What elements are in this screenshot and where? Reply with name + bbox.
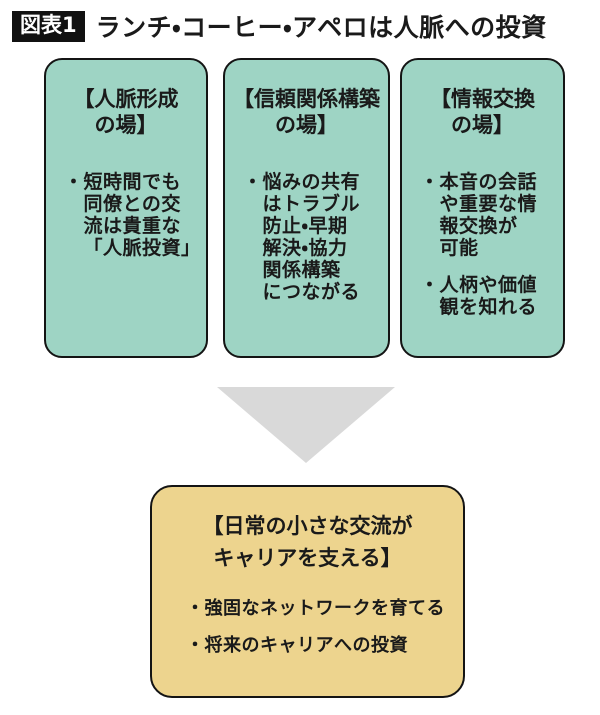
bullet-text: 強固なネットワークを育てる	[204, 598, 445, 619]
card-network-building: 【人脈形成 の場】 ・ 短時間でも 同僚との交 流は貴重な 「人脈投資」	[44, 58, 208, 358]
bullet-icon: ・	[64, 171, 84, 193]
bullet-text: 悩みの共有 はトラブル 防止・早期 解決・協力 関係構築 につながる	[262, 171, 361, 303]
conclusion-card: 【日常の小さな交流が キャリアを支える】 ・ 強固なネットワークを育てる ・ 将…	[150, 485, 465, 698]
card-title: 【情報交換 の場】	[430, 87, 535, 137]
bullet-icon: ・	[243, 171, 263, 193]
figure-number-badge: 図表1	[12, 10, 85, 42]
figure-title: ランチ・コーヒー・アペロは人脈への投資	[95, 13, 547, 42]
card-body: ・ 短時間でも 同僚との交 流は貴重な 「人脈投資」	[46, 171, 206, 259]
card-info-exchange: 【情報交換 の場】 ・ 本音の会話 や重要な情 報交換が 可能 ・ 人柄や価値 …	[400, 58, 565, 358]
bullet-text: 将来のキャリアへの投資	[204, 635, 408, 656]
bullet-item: ・ 人柄や価値 観を知れる	[420, 274, 555, 318]
conclusion-body: ・ 強固なネットワークを育てる ・ 将来のキャリアへの投資	[152, 597, 463, 658]
conclusion-title: 【日常の小さな交流が キャリアを支える】	[202, 514, 413, 570]
card-body: ・ 悩みの共有 はトラブル 防止・早期 解決・協力 関係構築 につながる	[225, 171, 388, 303]
bullet-item: ・ 将来のキャリアへの投資	[186, 634, 453, 658]
card-body: ・ 本音の会話 や重要な情 報交換が 可能 ・ 人柄や価値 観を知れる	[402, 171, 563, 318]
bullet-icon: ・	[420, 171, 440, 193]
bullet-text: 人柄や価値 観を知れる	[439, 274, 538, 318]
bullet-item: ・ 悩みの共有 はトラブル 防止・早期 解決・協力 関係構築 につながる	[243, 171, 380, 303]
bullet-item: ・ 本音の会話 や重要な情 報交換が 可能	[420, 171, 555, 259]
bullet-text: 短時間でも 同僚との交 流は貴重な 「人脈投資」	[83, 171, 201, 259]
bullet-item: ・ 短時間でも 同僚との交 流は貴重な 「人脈投資」	[64, 171, 201, 259]
bullet-text: 本音の会話 や重要な情 報交換が 可能	[439, 171, 538, 259]
down-arrow-icon	[217, 387, 395, 463]
bullet-icon: ・	[420, 274, 440, 296]
card-trust-building: 【信頼関係構築 の場】 ・ 悩みの共有 はトラブル 防止・早期 解決・協力 関係…	[223, 58, 390, 358]
figure-header: 図表1 ランチ・コーヒー・アペロは人脈への投資	[12, 8, 547, 44]
bullet-item: ・ 強固なネットワークを育てる	[186, 597, 453, 621]
card-title: 【信頼関係構築 の場】	[233, 87, 380, 137]
bullet-icon: ・	[186, 598, 205, 619]
card-title: 【人脈形成 の場】	[73, 87, 179, 137]
bullet-icon: ・	[186, 635, 205, 656]
